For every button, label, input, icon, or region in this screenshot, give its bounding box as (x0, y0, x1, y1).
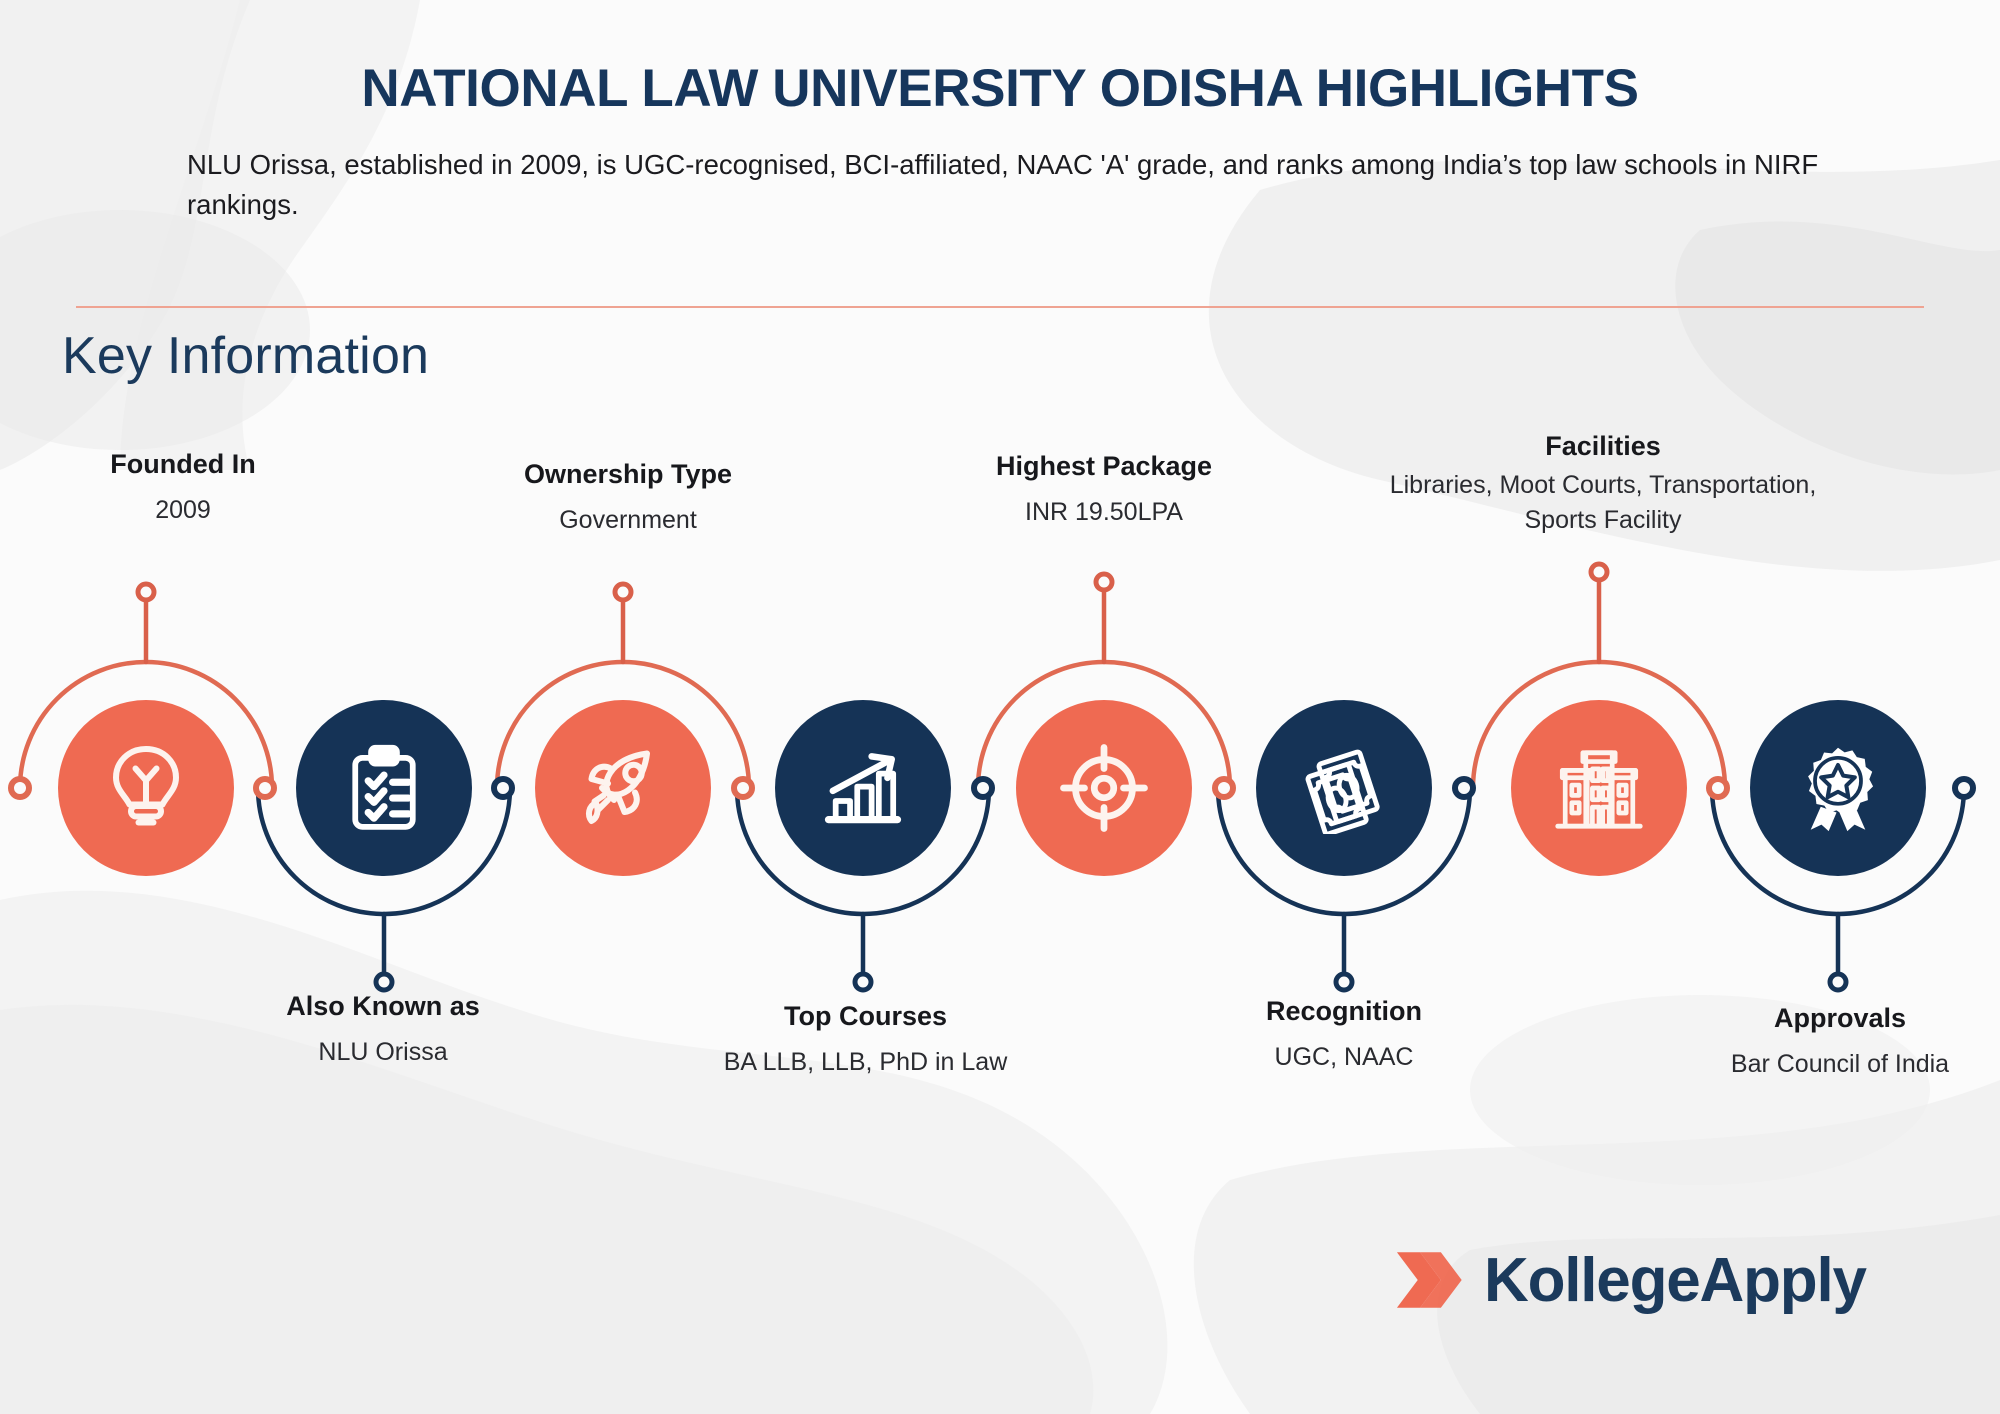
junction-dot (253, 776, 277, 800)
junction-dot (1952, 776, 1976, 800)
label-title: Facilities (1545, 431, 1661, 461)
stem-dot-approvals (1827, 971, 1849, 993)
stem-dot-founded-in (135, 581, 157, 603)
node-highest-package[interactable] (1016, 700, 1192, 876)
stem-dot-recognition (1333, 971, 1355, 993)
label-title: Founded In (110, 449, 256, 479)
junction-dot (491, 776, 515, 800)
label-value: Government (559, 505, 697, 534)
node-founded-in[interactable] (58, 700, 234, 876)
label-value: 2009 (155, 495, 211, 524)
label-value: UGC, NAAC (1274, 1042, 1414, 1071)
label-highest-package: Highest Package INR 19.50LPA (944, 450, 1264, 530)
stem-dot-top-courses (852, 971, 874, 993)
rocket-icon (585, 750, 650, 824)
header-divider (76, 306, 1924, 308)
stem-dot-also-known-as (373, 971, 395, 993)
page-subtitle: NLU Orissa, established in 2009, is UGC-… (187, 149, 1819, 220)
page-title: NATIONAL LAW UNIVERSITY ODISHA HIGHLIGHT… (361, 59, 1639, 118)
double-chevron-icon (1396, 1252, 1462, 1308)
node-facilities[interactable] (1511, 700, 1687, 876)
label-title: Highest Package (995, 451, 1213, 481)
junction-dot (1452, 776, 1476, 800)
node-approvals[interactable] (1750, 700, 1926, 876)
building-icon (1555, 750, 1643, 829)
junction-dot (1212, 776, 1236, 800)
label-facilities: Facilities Libraries, Moot Courts, Trans… (1383, 430, 1823, 538)
section-title: Key Information (62, 327, 430, 385)
node-ownership-type[interactable] (535, 700, 711, 876)
label-top-courses: Top Courses BA LLB, LLB, PhD in Law (718, 1000, 1013, 1080)
node-also-known-as[interactable] (296, 700, 472, 876)
bar-chart-icon (824, 753, 902, 824)
label-ownership-type: Ownership Type Government (468, 458, 788, 538)
label-title: Top Courses (783, 1001, 947, 1031)
label-value: Libraries, Moot Courts, Transportation, … (1389, 470, 1817, 534)
label-value: Bar Council of India (1730, 1049, 1950, 1078)
label-recognition: Recognition UGC, NAAC (1199, 995, 1489, 1075)
label-title: Approvals (1773, 1003, 1907, 1033)
label-value: BA LLB, LLB, PhD in Law (723, 1047, 1008, 1076)
target-icon (1060, 744, 1148, 832)
label-also-known-as: Also Known as NLU Orissa (238, 990, 528, 1070)
node-top-courses[interactable] (775, 700, 951, 876)
label-title: Recognition (1266, 996, 1422, 1026)
junction-dot (8, 776, 32, 800)
money-icon (1305, 749, 1380, 834)
label-approvals: Approvals Bar Council of India (1680, 1002, 2000, 1082)
stem-dot-highest-package (1093, 571, 1115, 593)
label-title: Ownership Type (523, 459, 733, 489)
stem-dot-facilities (1588, 561, 1610, 583)
label-value: NLU Orissa (318, 1037, 448, 1066)
award-badge-icon (1808, 747, 1874, 832)
label-title: Also Known as (286, 991, 480, 1021)
junction-dot (1706, 776, 1730, 800)
junction-dot (971, 776, 995, 800)
logo-text: KollegeApply (1484, 1245, 1867, 1315)
stem-dot-ownership-type (612, 581, 634, 603)
label-value: INR 19.50LPA (1025, 497, 1183, 526)
lightbulb-icon (113, 746, 179, 826)
node-recognition[interactable] (1256, 700, 1432, 876)
label-founded-in: Founded In 2009 (38, 448, 328, 528)
junction-dot (731, 776, 755, 800)
clipboard-icon (352, 744, 416, 830)
header: NATIONAL LAW UNIVERSITY ODISHA HIGHLIGHT… (0, 0, 2000, 225)
brand-logo[interactable]: KollegeApply (1390, 1243, 1867, 1317)
